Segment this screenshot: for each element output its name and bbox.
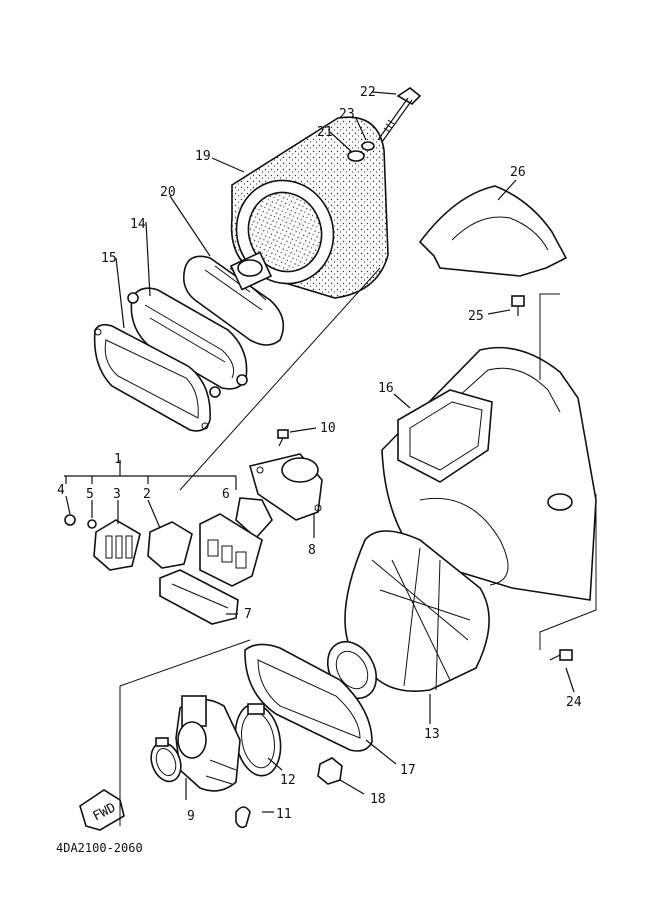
callout-26: 26 (510, 165, 526, 180)
bolt-24 (549, 649, 573, 661)
callout-25: 25 (468, 309, 484, 324)
callout-17: 17 (400, 763, 416, 778)
air-box (381, 346, 597, 601)
callout-13: 13 (424, 727, 440, 742)
leader-lines (64, 91, 597, 826)
bolt-10 (277, 429, 289, 447)
intake-manifold (235, 453, 323, 540)
intake-boot (326, 530, 490, 700)
callout-10: 10 (320, 421, 336, 436)
callout-4: 4 (57, 483, 65, 498)
callout-22: 22 (360, 85, 376, 100)
forward-arrow-icon: FWD (79, 789, 125, 831)
callout-18: 18 (370, 792, 386, 807)
callout-21: 21 (317, 125, 333, 140)
callout-19: 19 (195, 149, 211, 164)
callout-7: 7 (244, 607, 252, 622)
callout-20: 20 (160, 185, 176, 200)
callout-8: 8 (308, 543, 316, 558)
callout-1: 1 (114, 452, 122, 467)
callout-9: 9 (187, 809, 195, 824)
document-code: 4DA2100-2060 (56, 841, 143, 855)
callout-3: 3 (113, 487, 121, 502)
bolt-nut (361, 141, 375, 151)
hose-clamp-small (150, 737, 182, 783)
filter-gasket (93, 323, 211, 432)
filter-frame (127, 287, 248, 398)
callout-23: 23 (339, 107, 355, 122)
carburetor (175, 695, 241, 792)
joint-plate (244, 643, 373, 752)
washer-5 (87, 519, 97, 529)
filter-guide (182, 251, 285, 346)
screw-4 (64, 514, 76, 526)
callout-5: 5 (86, 487, 94, 502)
reed-valve-assembly (93, 513, 263, 625)
callout-6: 6 (222, 487, 230, 502)
bolt-washer (347, 150, 365, 162)
callout-2: 2 (143, 487, 151, 502)
callout-16: 16 (378, 381, 394, 396)
side-cover (418, 185, 568, 277)
callout-12: 12 (280, 773, 296, 788)
callout-labels: 1 2 3 4 5 6 7 8 9 10 11 12 13 14 15 16 1… (57, 85, 582, 824)
bolt-25 (511, 295, 525, 316)
hose-clip (235, 806, 251, 829)
callout-14: 14 (130, 217, 146, 232)
callout-11: 11 (276, 807, 292, 822)
wing-bolt (377, 87, 422, 143)
callout-24: 24 (566, 695, 582, 710)
hex-nut (317, 757, 343, 785)
callout-15: 15 (101, 251, 117, 266)
